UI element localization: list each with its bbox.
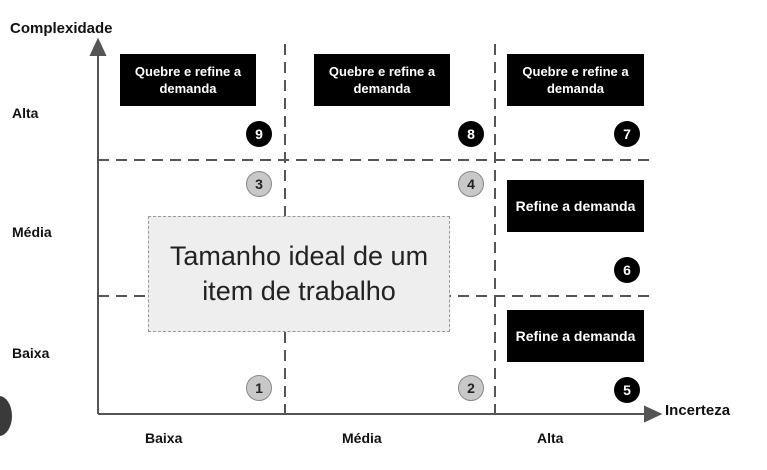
- badge-6: 6: [614, 257, 640, 283]
- y-axis-arrow: [89, 37, 107, 56]
- y-tick-alta: Alta: [12, 105, 39, 121]
- badge-8: 8: [458, 121, 484, 147]
- badge-3: 3: [246, 171, 272, 197]
- box-bottom-right: Refine a demanda: [507, 310, 644, 362]
- x-tick-alta: Alta: [537, 430, 564, 446]
- x-axis-arrow: [644, 405, 663, 423]
- y-tick-media: Média: [12, 224, 52, 240]
- badge-1: 1: [246, 375, 272, 401]
- box-bottom-right-text: Refine a demanda: [515, 328, 636, 344]
- box-top-right-text: Quebre e refine a demanda: [522, 64, 629, 96]
- x-tick-media: Média: [342, 430, 382, 446]
- ideal-size-text: Tamanho ideal de um item de trabalho: [169, 241, 429, 306]
- x-axis-title: Incerteza: [665, 402, 731, 419]
- box-middle-right: Refine a demanda: [507, 180, 644, 232]
- box-top-middle-text: Quebre e refine a demanda: [328, 64, 436, 96]
- box-top-left: Quebre e refine a demanda: [120, 54, 256, 106]
- badge-7: 7: [614, 121, 640, 147]
- box-top-right: Quebre e refine a demanda: [507, 54, 644, 106]
- y-axis-title: Complexidade: [10, 20, 113, 37]
- badge-4: 4: [458, 171, 484, 197]
- box-middle-right-text: Refine a demanda: [515, 198, 636, 214]
- badge-2: 2: [458, 375, 484, 401]
- partial-circle-decoration: [0, 396, 12, 436]
- badge-9: 9: [246, 121, 272, 147]
- box-top-middle: Quebre e refine a demanda: [314, 54, 450, 106]
- badge-5: 5: [614, 377, 640, 403]
- y-tick-baixa: Baixa: [12, 345, 50, 361]
- box-top-left-text: Quebre e refine a demanda: [134, 64, 242, 96]
- x-tick-baixa: Baixa: [145, 430, 183, 446]
- ideal-size-area: Tamanho ideal de um item de trabalho: [148, 216, 450, 332]
